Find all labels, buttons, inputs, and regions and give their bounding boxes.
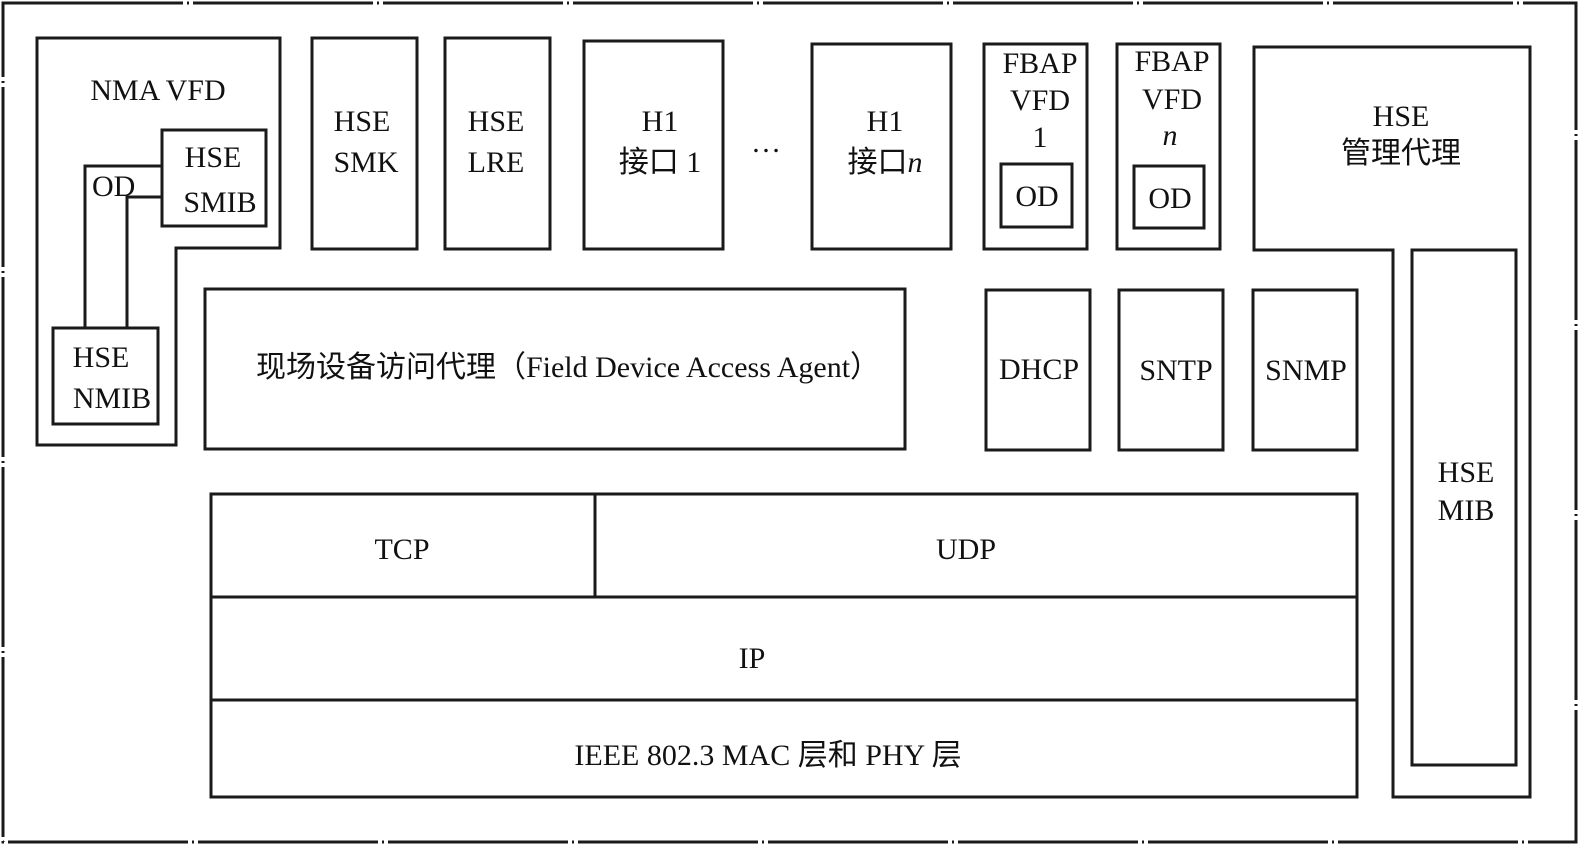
hse-lre-line1: HSE (468, 105, 525, 138)
od-connector-inner (125, 195, 162, 328)
fbap-vfd-n-line1: FBAP (1134, 45, 1209, 78)
h1-interface-1-line2: 接口 1 (619, 146, 702, 179)
fbap-vfd-1-box (982, 42, 1089, 251)
fbap-vfd-n-line3: n (1163, 119, 1178, 152)
hse-management-agent-line2: 管理代理 (1341, 137, 1461, 170)
field-device-access-agent-label: 现场设备访问代理（Field Device Access Agent） (256, 351, 880, 384)
fbap-vfd-1-line1: FBAP (1002, 47, 1077, 80)
hse-lre-box (443, 36, 552, 251)
field-device-access-agent-box (203, 287, 907, 451)
fbap-vfd-1-od: OD (1015, 180, 1058, 213)
fbap-vfd-n-box (1115, 42, 1222, 251)
h1-interface-n-box (810, 42, 953, 251)
h1-interface-1-box (582, 39, 725, 251)
hse-management-agent-block (1252, 45, 1532, 799)
hse-smk-line1: HSE (334, 105, 391, 138)
nma-od-label: OD (92, 170, 135, 203)
hse-smk-box (310, 36, 419, 251)
fbap-vfd-1-od-box (999, 162, 1074, 229)
fbap-vfd-1-line2: VFD (1010, 84, 1070, 117)
hse-smib-box (160, 128, 268, 228)
dhcp-label: DHCP (999, 353, 1079, 386)
ip-label: IP (739, 642, 766, 675)
sntp-box (1117, 288, 1225, 452)
fbap-vfd-1-line3: 1 (1033, 121, 1048, 154)
hse-smib-line1: HSE (185, 141, 242, 174)
fbap-vfd-n-line2: VFD (1142, 83, 1202, 116)
mac-phy-label: IEEE 802.3 MAC 层和 PHY 层 (574, 739, 961, 772)
ellipsis: … (751, 126, 781, 159)
sntp-label: SNTP (1139, 354, 1212, 387)
snmp-label: SNMP (1265, 354, 1347, 387)
dhcp-box (984, 288, 1092, 452)
hse-nmib-line2: NMIB (73, 382, 151, 415)
fbap-vfd-n-od-box (1132, 164, 1206, 230)
hse-lre-line2: LRE (468, 146, 525, 179)
nma-vfd-block (35, 36, 282, 447)
hse-management-agent-line1: HSE (1373, 100, 1430, 133)
protocol-stack-box (209, 492, 1359, 799)
h1-interface-n-line1: H1 (867, 105, 904, 138)
udp-label: UDP (936, 533, 996, 566)
h1-interface-n-line2: 接口n (848, 146, 923, 179)
hse-mib-box (1410, 248, 1518, 767)
hse-mib-line2: MIB (1438, 494, 1495, 527)
nma-vfd-title: NMA VFD (90, 74, 225, 107)
tcp-label: TCP (374, 533, 429, 566)
hse-nmib-line1: HSE (73, 341, 130, 374)
fbap-vfd-n-od: OD (1148, 182, 1191, 215)
hse-smib-line2: SMIB (183, 186, 256, 219)
od-connector-outer (83, 164, 162, 328)
hse-nmib-box (51, 326, 160, 426)
h1-interface-1-line1: H1 (642, 105, 679, 138)
hse-smk-line2: SMK (333, 146, 398, 179)
hse-mib-line1: HSE (1438, 456, 1495, 489)
snmp-box (1251, 288, 1359, 452)
